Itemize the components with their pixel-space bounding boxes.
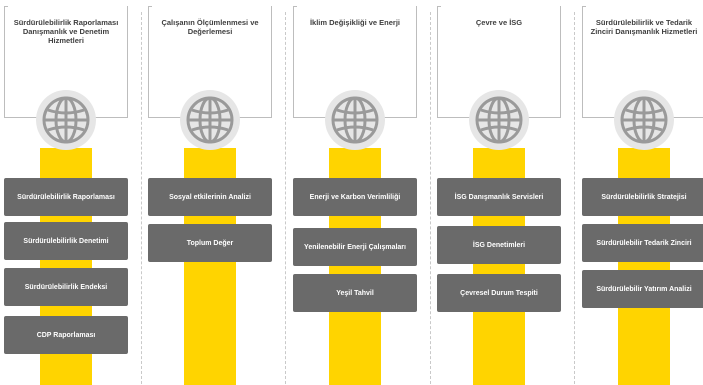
globe-icon: [325, 90, 385, 150]
service-item: İSG Danışmanlık Servisleri: [437, 178, 561, 216]
service-item: Çevresel Durum Tespiti: [437, 274, 561, 312]
service-item: Toplum Değer: [148, 224, 272, 262]
column-title: Çevre ve İSG: [475, 18, 523, 27]
service-column-5: Sürdürülebilirlik ve Tedarik Zinciri Dan…: [578, 0, 703, 385]
column-divider: [141, 12, 142, 384]
globe-icon: [36, 90, 96, 150]
column-title: Sürdürülebilirlik Raporlaması Danışmanlı…: [13, 18, 119, 45]
service-item: Sürdürülebilirlik Denetimi: [4, 222, 128, 260]
service-column-2: Çalışanın Ölçümlenmesi ve Değerlemesi So…: [144, 0, 276, 385]
service-item: Yeşil Tahvil: [293, 274, 417, 312]
column-divider: [574, 12, 575, 384]
column-title: Çalışanın Ölçümlenmesi ve Değerlemesi: [161, 18, 259, 36]
service-item: Enerji ve Karbon Verimliliği: [293, 178, 417, 216]
service-item: Sürdürülebilir Tedarik Zinciri: [582, 224, 703, 262]
service-column-1: Sürdürülebilirlik Raporlaması Danışmanlı…: [0, 0, 132, 385]
service-item: Sürdürülebilirlik Stratejisi: [582, 178, 703, 216]
column-divider: [285, 12, 286, 384]
service-item: Sürdürülebilirlik Endeksi: [4, 268, 128, 306]
column-divider: [430, 12, 431, 384]
column-title: İklim Değişikliği ve Enerji: [309, 18, 401, 27]
service-item: İSG Denetimleri: [437, 226, 561, 264]
column-title: Sürdürülebilirlik ve Tedarik Zinciri Dan…: [590, 18, 698, 36]
service-column-3: İklim Değişikliği ve Enerji Enerji ve Ka…: [289, 0, 421, 385]
service-item: Sürdürülebilir Yatırım Analizi: [582, 270, 703, 308]
service-item: Sosyal etkilerinin Analizi: [148, 178, 272, 216]
service-item: Yenilenebilir Enerji Çalışmaları: [293, 228, 417, 266]
service-item: CDP Raporlaması: [4, 316, 128, 354]
service-item: Sürdürülebilirlik Raporlaması: [4, 178, 128, 216]
globe-icon: [180, 90, 240, 150]
globe-icon: [469, 90, 529, 150]
service-column-4: Çevre ve İSG İSG Danışmanlık Servisleri …: [433, 0, 565, 385]
globe-icon: [614, 90, 674, 150]
